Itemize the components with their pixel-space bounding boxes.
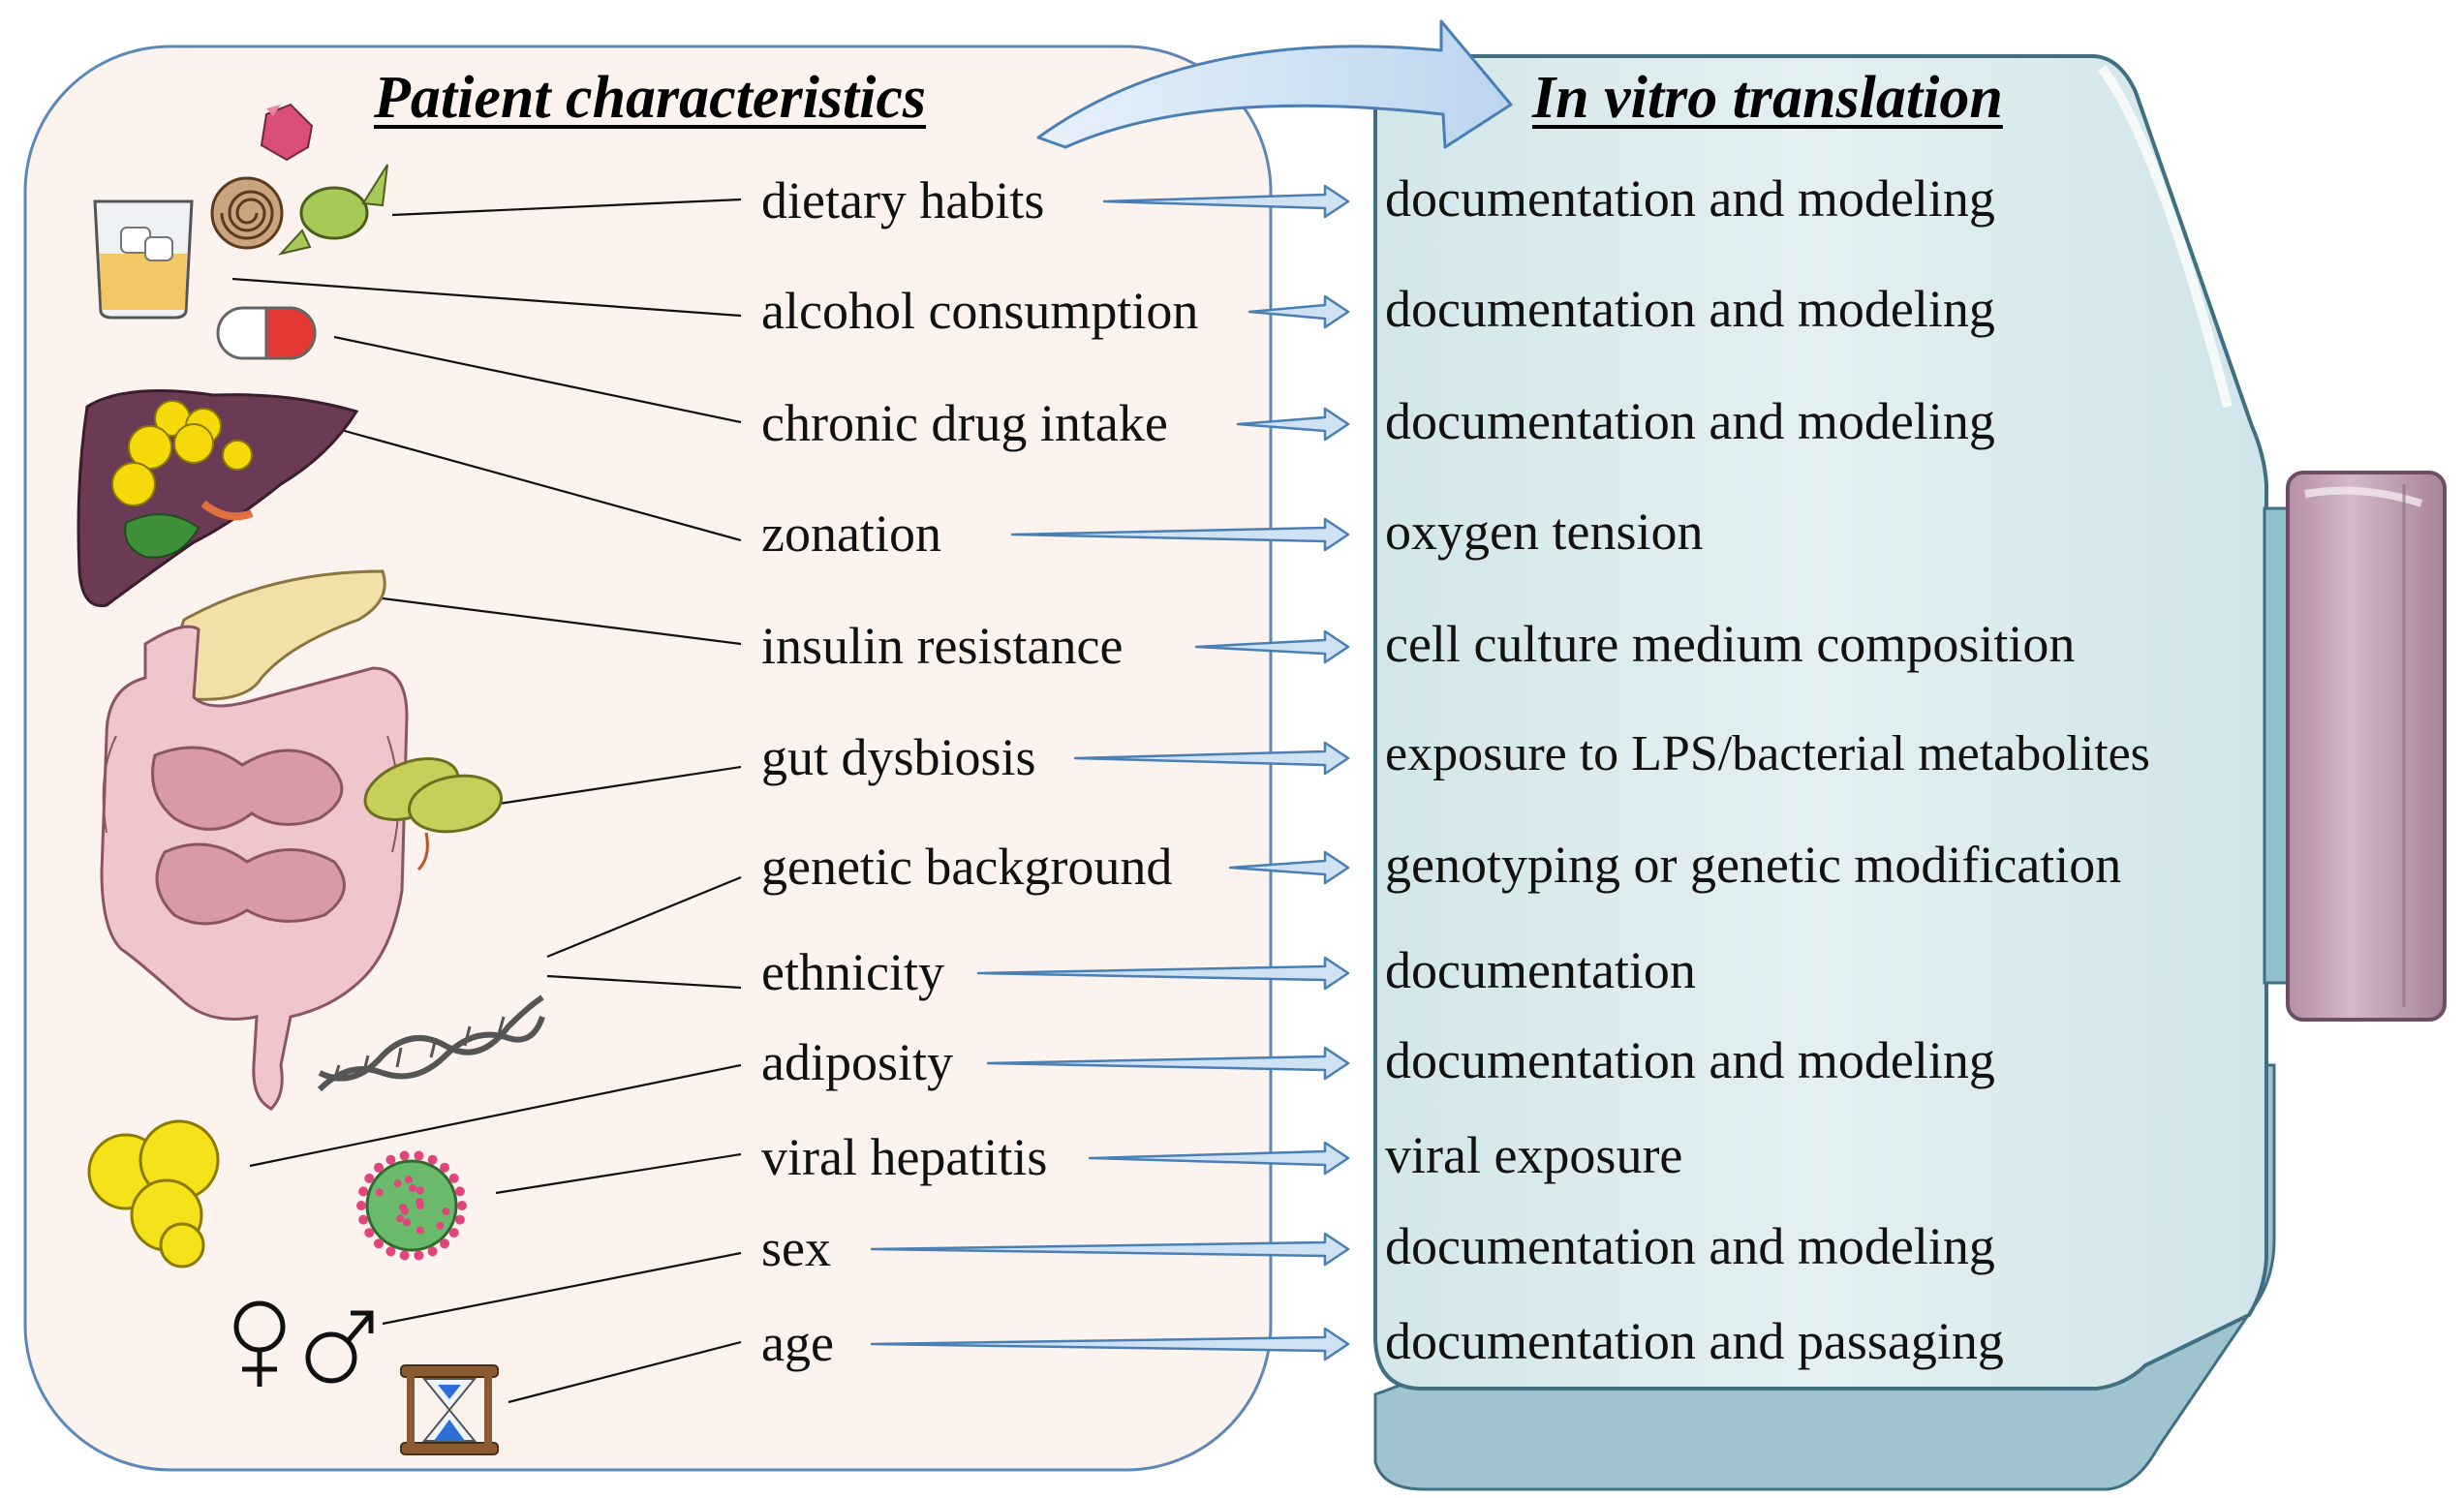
translation-arrow [1236,407,1350,442]
translation-label-11: documentation and modeling [1385,1217,1995,1275]
characteristic-label-11: sex [761,1219,831,1277]
translation-arrow [870,1232,1350,1267]
translation-label-3: documentation and modeling [1385,392,1995,450]
translation-arrows [870,184,1350,1361]
in-vitro-translation-heading: In vitro translation [1532,65,2003,131]
culture-flask-icon [1373,54,2447,1491]
characteristic-label-9: adiposity [761,1033,953,1091]
characteristic-label-5: insulin resistance [761,617,1124,675]
translation-arrow [1102,184,1350,219]
dna-icon [317,994,545,1092]
liver-icon [77,389,359,608]
characteristic-label-7: genetic background [761,838,1173,896]
patient-characteristics-heading: Patient characteristics [374,65,927,131]
translation-arrow [870,1327,1350,1361]
characteristic-label-6: gut dysbiosis [761,728,1036,786]
translation-arrow [1010,517,1350,552]
translation-label-9: documentation and modeling [1385,1031,1995,1089]
characteristic-label-12: age [761,1314,834,1372]
whiskey-glass-icon [93,199,194,320]
translation-arrow [986,1046,1350,1081]
translation-label-7: genotyping or genetic modification [1385,836,2122,894]
translation-arrow [976,956,1350,991]
connector-lines [231,198,742,1404]
fat-cells-icon [87,1119,220,1269]
characteristic-label-3: chronic drug intake [761,394,1168,452]
translation-label-4: oxygen tension [1385,503,1704,561]
characteristic-label-1: dietary habits [761,171,1045,229]
hourglass-icon [400,1364,499,1455]
translation-label-10: viral exposure [1385,1126,1683,1184]
translation-label-1: documentation and modeling [1385,169,1995,228]
characteristic-label-4: zonation [761,504,941,563]
curved-arrow-icon [1036,19,1513,149]
translation-arrow [1228,850,1350,885]
translation-arrow [1194,629,1350,664]
translation-label-6: exposure to LPS/bacterial metabolites [1385,726,2150,781]
capsule-icon [216,306,317,360]
characteristic-label-10: viral hepatitis [761,1128,1048,1186]
bacteria-icon [363,757,504,871]
translation-arrow [1088,1141,1350,1176]
translation-arrow [1247,294,1350,329]
characteristic-label-2: alcohol consumption [761,282,1199,340]
characteristic-label-8: ethnicity [761,943,944,1001]
translation-label-5: cell culture medium composition [1385,615,2076,673]
translation-label-12: documentation and passaging [1385,1312,2004,1370]
translation-arrow [1073,741,1350,776]
translation-label-8: documentation [1385,941,1696,999]
intestine-icon [100,625,409,1111]
sex-symbols-icon [233,1300,374,1387]
virus-icon [356,1150,467,1261]
translation-label-2: documentation and modeling [1385,280,1995,338]
sweets-icon [210,103,388,256]
